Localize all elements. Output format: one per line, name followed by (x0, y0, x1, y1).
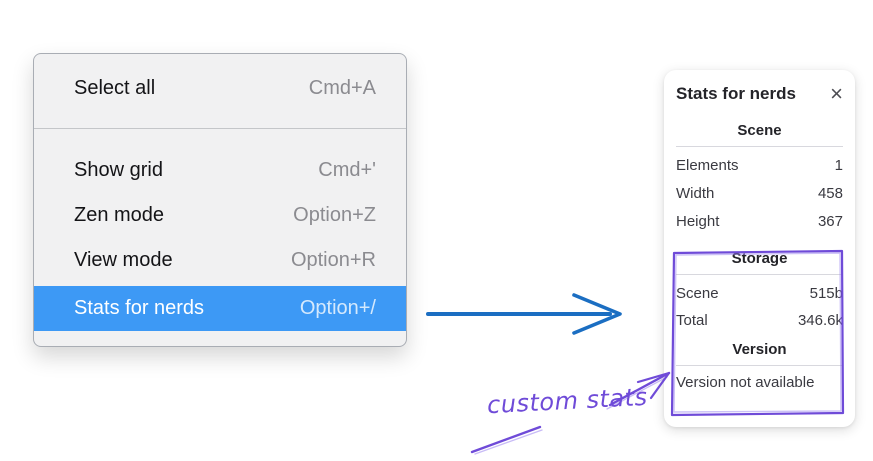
stat-label: Height (676, 213, 720, 230)
menu-group-bottom: Show grid Cmd+' Zen mode Option+Z View m… (34, 148, 406, 331)
arrow-head-segment (608, 371, 671, 407)
stat-row-height: Height 367 (676, 208, 843, 236)
menu-separator (34, 128, 406, 129)
section-divider (676, 274, 843, 275)
stats-section-storage: Storage Scene 515b Total 346.6k (676, 250, 843, 334)
menu-item-label: View mode (74, 249, 173, 271)
sketch-rect-overstroke (673, 252, 842, 413)
arrow-custom-stats (470, 371, 671, 455)
menu-item-label: Stats for nerds (74, 297, 205, 319)
stat-value: 458 (817, 185, 843, 202)
stats-panel-header: Stats for nerds × (676, 81, 843, 106)
highlight-box-custom-stats (670, 249, 845, 417)
stat-row-total-size: Total 346.6k (676, 307, 843, 334)
menu-item-select-all[interactable]: Select all Cmd+A (34, 66, 406, 110)
close-icon[interactable]: × (830, 81, 843, 106)
version-note: Version not available (676, 374, 815, 391)
arrow-tail-segment (470, 425, 542, 454)
section-divider (676, 365, 843, 366)
arrow-menu-to-panel (426, 293, 622, 335)
menu-item-view-mode[interactable]: View mode Option+R (34, 238, 406, 283)
menu-group-top: Select all Cmd+A (34, 66, 406, 110)
menu-item-shortcut: Option+Z (293, 204, 376, 226)
section-divider (676, 146, 843, 147)
stats-panel: Stats for nerds × Scene Elements 1 Width… (664, 70, 855, 427)
menu-item-shortcut: Cmd+' (318, 159, 376, 181)
arrow-tail-overstroke (474, 429, 543, 455)
menu-item-shortcut: Option+/ (299, 297, 376, 319)
menu-item-shortcut: Option+R (290, 249, 376, 271)
menu-item-show-grid[interactable]: Show grid Cmd+' (34, 148, 406, 193)
menu-item-label: Select all (74, 76, 156, 99)
section-heading: Scene (737, 122, 782, 139)
stat-row-scene-size: Scene 515b (676, 280, 843, 307)
stat-label: Width (676, 185, 715, 202)
sketch-rect (670, 249, 845, 417)
stat-value: 515b (809, 285, 843, 302)
section-heading: Version (732, 341, 787, 358)
stat-value: 1 (834, 157, 843, 174)
stat-label: Scene (676, 285, 719, 302)
menu-item-label: Show grid (74, 159, 163, 181)
stat-value: 346.6k (797, 312, 843, 329)
stat-row-width: Width 458 (676, 180, 843, 208)
menu-item-label: Zen mode (74, 204, 165, 226)
arrow-head-overstroke (606, 376, 668, 410)
stat-row-elements: Elements 1 (676, 152, 843, 180)
menu-item-zen-mode[interactable]: Zen mode Option+Z (34, 193, 406, 238)
arrow-head-barbs (636, 371, 671, 400)
arrow-head (572, 293, 622, 335)
stats-section-version: Version Version not available (676, 341, 843, 395)
stats-section-scene: Scene Elements 1 Width 458 Height 367 (676, 122, 843, 236)
menu-item-shortcut: Cmd+A (308, 76, 376, 99)
stats-panel-title: Stats for nerds (676, 84, 796, 103)
menu-item-stats-for-nerds[interactable]: Stats for nerds Option+/ (34, 286, 406, 331)
stat-label: Total (676, 312, 708, 329)
context-menu: Select all Cmd+A Show grid Cmd+' Zen mod… (33, 53, 407, 347)
stat-value: 367 (817, 213, 843, 230)
stat-label: Elements (676, 157, 739, 174)
